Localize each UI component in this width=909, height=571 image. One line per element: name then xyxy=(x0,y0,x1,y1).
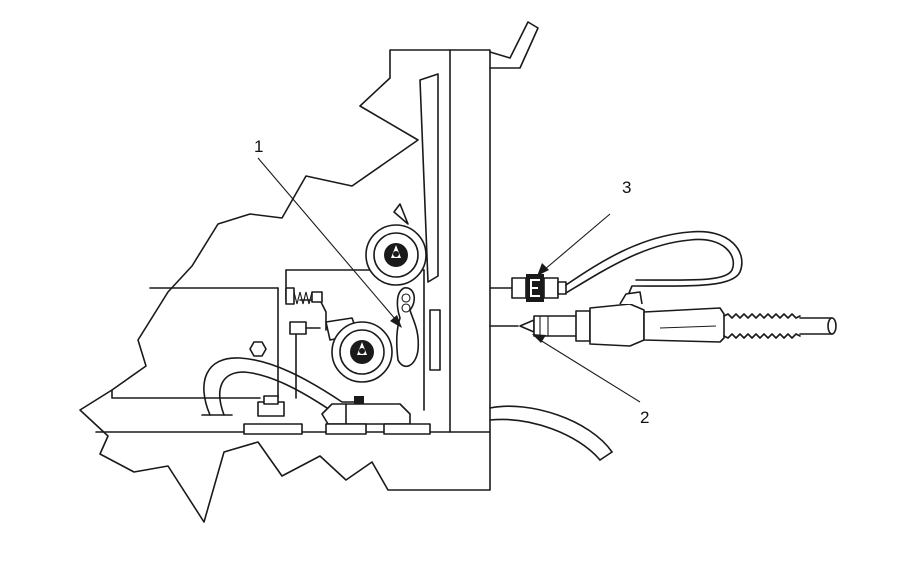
callout-3: 3 xyxy=(622,178,631,197)
tension-spring xyxy=(285,287,323,305)
upper-drive-roll xyxy=(365,203,427,286)
leader-lines xyxy=(257,157,641,403)
machine-housing xyxy=(79,49,491,523)
welding-gun xyxy=(519,291,837,347)
control-plug xyxy=(511,274,567,302)
pressure-arm xyxy=(395,287,441,371)
callout-2: 2 xyxy=(640,408,649,427)
output-cable xyxy=(489,405,613,461)
carry-handle xyxy=(489,21,539,69)
feed-frame xyxy=(285,269,425,411)
feeder-base xyxy=(243,395,431,435)
lower-drive-roll xyxy=(325,317,393,383)
control-cable xyxy=(565,230,743,301)
callout-1: 1 xyxy=(254,137,263,156)
panel-receptacles xyxy=(489,287,519,327)
liner-loop xyxy=(201,357,361,416)
